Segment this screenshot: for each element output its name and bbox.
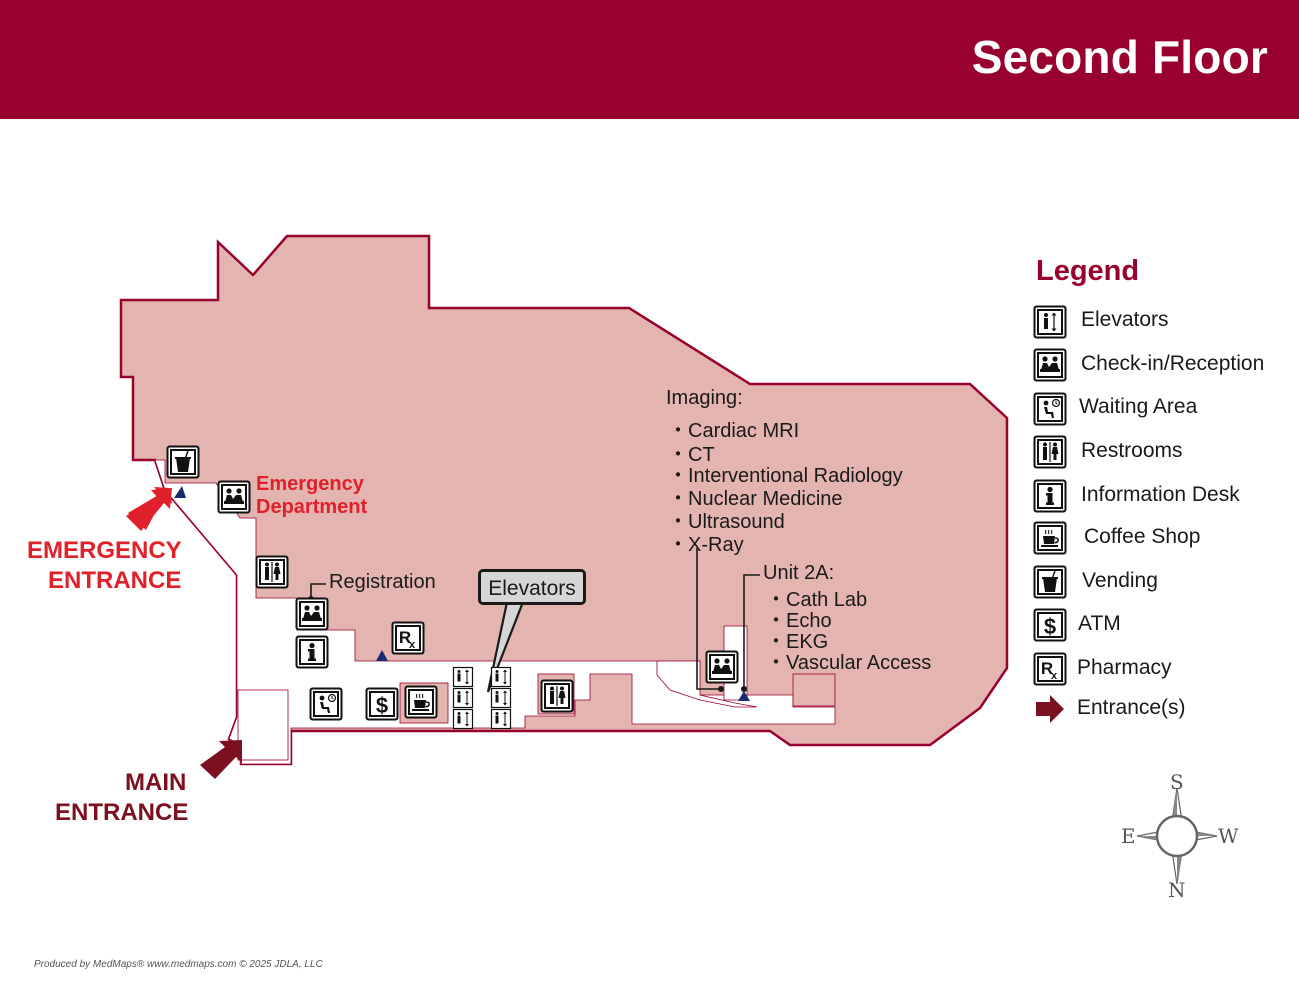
check-in-icon xyxy=(1033,348,1067,382)
compass-east-label: E xyxy=(1121,824,1136,848)
restroom-icon xyxy=(540,679,574,713)
header-bar: Second Floor xyxy=(0,0,1299,119)
compass-north-label: N xyxy=(1168,878,1186,902)
emergency-entrance-label-line2: ENTRANCE xyxy=(48,567,182,594)
vending-icon xyxy=(1033,565,1067,599)
elevator-icon xyxy=(452,708,474,730)
main-entrance-arrow-icon xyxy=(200,740,242,779)
information-icon xyxy=(1033,479,1067,513)
elevator-icon xyxy=(1033,305,1067,339)
waiting-area-icon xyxy=(309,687,343,721)
unit-2a-title: Unit 2A: xyxy=(763,562,835,584)
legend-label-information-desk: Information Desk xyxy=(1081,483,1240,506)
check-in-icon xyxy=(295,597,329,631)
pharmacy-icon xyxy=(391,621,425,655)
pharmacy-icon xyxy=(1033,652,1067,686)
elevator-icon xyxy=(490,666,512,688)
imaging-item: X-Ray xyxy=(668,528,744,557)
legend-label-pharmacy: Pharmacy xyxy=(1077,656,1172,679)
legend-label-restrooms: Restrooms xyxy=(1081,439,1183,462)
imaging-item: Cardiac MRI xyxy=(668,414,799,443)
main-entrance-label-line2: ENTRANCE xyxy=(55,799,189,826)
elevator-icon xyxy=(490,687,512,709)
you-are-here-markers xyxy=(174,486,750,701)
elevator-icon xyxy=(452,666,474,688)
emergency-department-label-line2: Department xyxy=(256,496,368,518)
main-entrance-label-line1: MAIN xyxy=(125,769,187,796)
information-icon xyxy=(295,635,329,669)
emergency-entrance-arrow-icon xyxy=(126,487,172,531)
legend-label-coffee-shop: Coffee Shop xyxy=(1084,525,1201,548)
vending-icon xyxy=(166,445,200,479)
legend-label-check-in: Check-in/Reception xyxy=(1081,352,1265,375)
page-title: Second Floor xyxy=(971,31,1268,83)
imaging-title: Imaging: xyxy=(666,387,743,409)
compass-rose-icon xyxy=(1136,787,1218,885)
atm-icon xyxy=(1033,608,1067,642)
check-in-icon xyxy=(705,650,739,684)
legend-label-vending: Vending xyxy=(1082,569,1158,592)
footer-credit: Produced by MedMaps® www.medmaps.com © 2… xyxy=(34,959,323,970)
coffee-icon xyxy=(404,685,438,719)
leader-lines xyxy=(310,548,760,690)
check-in-icon xyxy=(217,480,251,514)
atm-icon xyxy=(365,687,399,721)
entrance-arrow-icon xyxy=(1036,695,1064,723)
registration-label: Registration xyxy=(329,571,436,593)
restroom-icon xyxy=(255,555,289,589)
compass-south-label: S xyxy=(1170,770,1184,794)
legend-label-entrances: Entrance(s) xyxy=(1077,696,1186,719)
emergency-entrance-label-line1: EMERGENCY xyxy=(27,537,182,564)
legend-icons xyxy=(1033,305,1067,723)
emergency-department-label-line1: Emergency xyxy=(256,473,364,495)
coffee-icon xyxy=(1033,521,1067,555)
compass-west-label: W xyxy=(1218,824,1239,848)
restroom-icon xyxy=(1033,435,1067,469)
legend-title: Legend xyxy=(1036,255,1140,287)
unit-2a-item: Vascular Access xyxy=(766,646,931,675)
elevator-icon xyxy=(452,687,474,709)
elevators-callout: Elevators xyxy=(478,569,586,605)
waiting-area-icon xyxy=(1033,392,1067,426)
legend-label-atm: ATM xyxy=(1078,612,1121,635)
elevator-icon xyxy=(490,708,512,730)
legend-label-elevators: Elevators xyxy=(1081,308,1169,331)
legend-label-waiting-area: Waiting Area xyxy=(1079,395,1198,418)
